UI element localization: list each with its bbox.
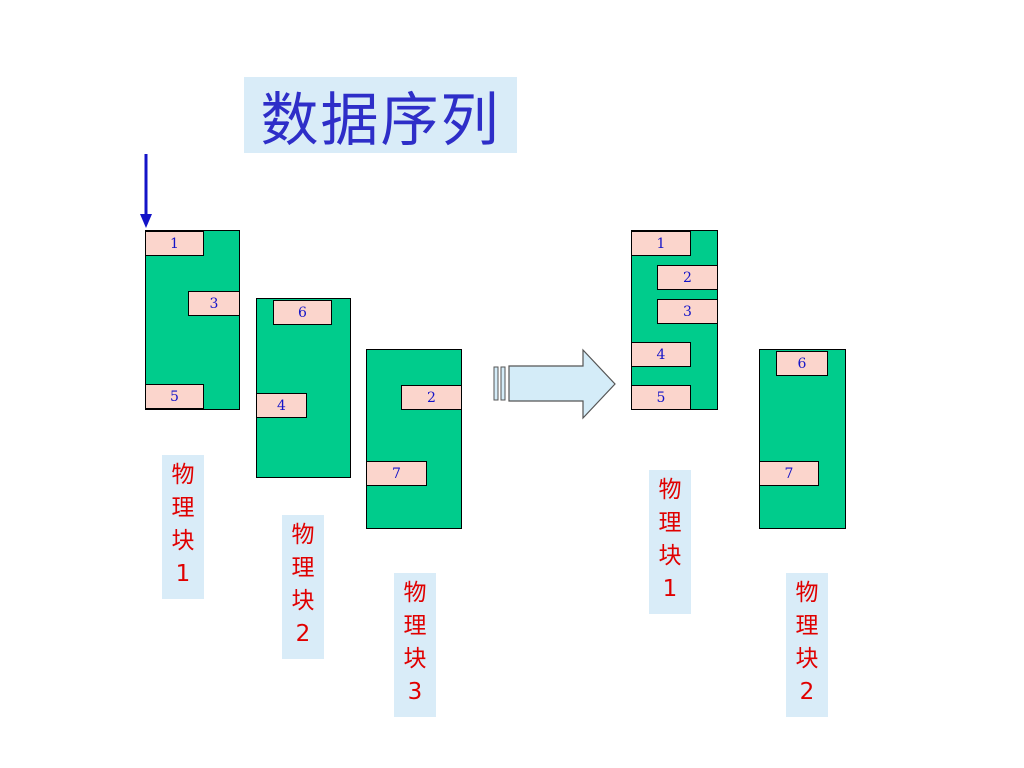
label-char: 块 xyxy=(795,646,819,672)
label-char: 1 xyxy=(175,561,191,587)
label-char: 块 xyxy=(171,528,195,554)
label-char: 块 xyxy=(403,646,427,672)
title-box: 数据序列 xyxy=(244,77,517,154)
label-char: 2 xyxy=(295,621,311,647)
label-char: 物 xyxy=(795,580,819,606)
label-char: 理 xyxy=(795,613,819,639)
label-char: 理 xyxy=(291,555,315,581)
before-block-1-record: 3 xyxy=(188,291,240,316)
after-block-2-record: 7 xyxy=(759,461,819,486)
label-char: 块 xyxy=(658,543,682,569)
before-block-1-record: 1 xyxy=(145,231,204,256)
before-block-3-record: 2 xyxy=(401,385,462,410)
before-block-3-record: 7 xyxy=(366,461,427,486)
label-char: 物 xyxy=(658,477,682,503)
label-char: 理 xyxy=(171,495,195,521)
label-char: 物 xyxy=(403,580,427,606)
before-block-2-label: 物 理 块 2 xyxy=(282,515,324,659)
before-block-2 xyxy=(256,298,351,478)
after-block-1-record: 3 xyxy=(657,299,718,324)
after-block-1-record: 1 xyxy=(631,231,691,256)
before-block-1-label: 物 理 块 1 xyxy=(162,455,204,599)
after-block-2 xyxy=(759,349,846,529)
before-block-1-record: 5 xyxy=(145,384,204,409)
down-arrow-icon xyxy=(140,154,152,228)
label-char: 物 xyxy=(291,522,315,548)
right-block-arrow-icon xyxy=(493,348,616,420)
before-block-2-record: 6 xyxy=(273,300,332,325)
before-block-3 xyxy=(366,349,462,529)
label-char: 块 xyxy=(291,588,315,614)
before-block-1 xyxy=(145,230,240,410)
before-block-2-record: 4 xyxy=(256,393,307,418)
after-block-1-record: 5 xyxy=(631,385,691,410)
before-block-3-label: 物 理 块 3 xyxy=(394,573,436,717)
after-block-1-label: 物 理 块 1 xyxy=(649,470,691,614)
label-char: 理 xyxy=(658,510,682,536)
after-block-1-record: 4 xyxy=(631,342,691,367)
after-block-1-record: 2 xyxy=(657,265,718,290)
page-title: 数据序列 xyxy=(260,86,501,154)
after-block-2-label: 物 理 块 2 xyxy=(786,573,828,717)
label-char: 3 xyxy=(407,679,423,705)
after-block-2-record: 6 xyxy=(776,351,828,376)
label-char: 2 xyxy=(799,679,815,705)
label-char: 物 xyxy=(171,462,195,488)
label-char: 理 xyxy=(403,613,427,639)
label-char: 1 xyxy=(662,576,678,602)
